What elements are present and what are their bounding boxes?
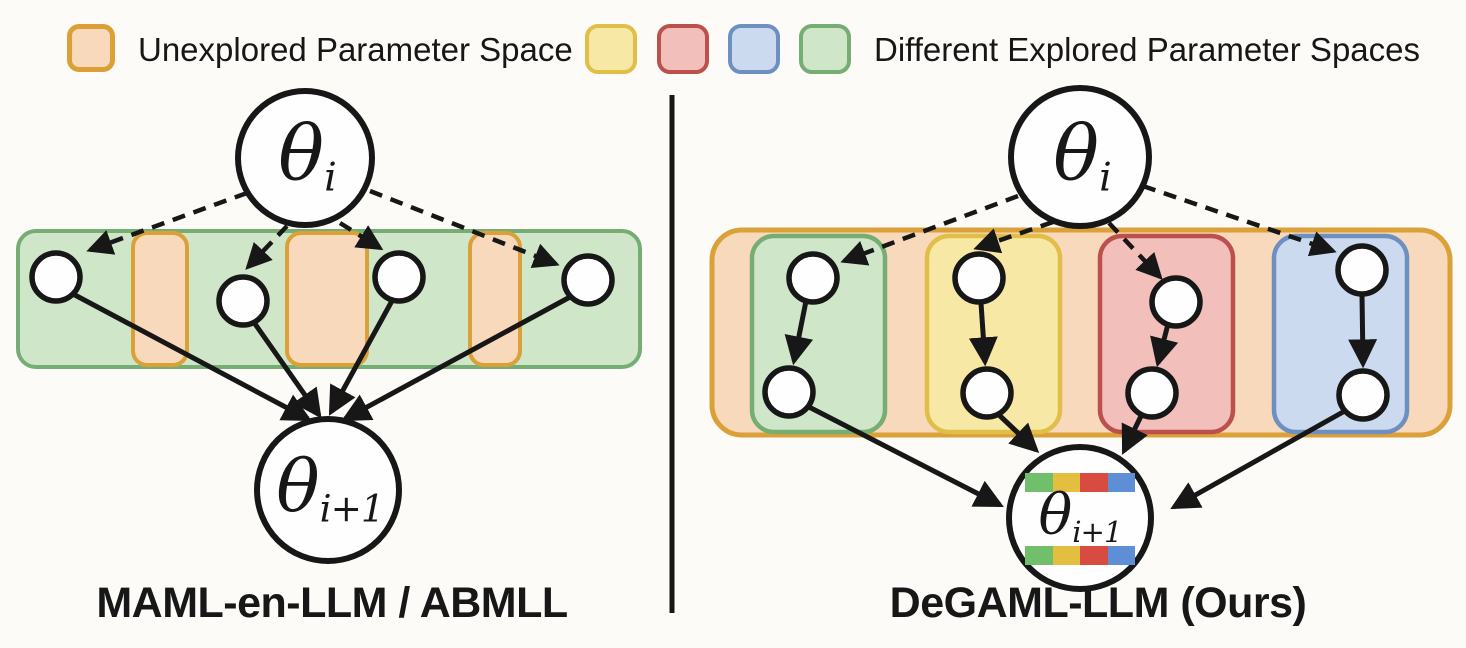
left-theta-next-label: θi+1 [276,450,385,531]
right-red-bottom-node [1125,366,1179,420]
theta-symbol: θ [1053,108,1100,198]
left-dashed-arrow-1 [86,190,248,255]
right-dashed-arrow-blue [1142,183,1337,257]
legend-swatch-unexplored [67,24,115,72]
left-unexplored-stripe-2 [285,231,369,367]
stripe-segment-yellow [1053,546,1080,565]
legend-label-unexplored: Unexplored Parameter Space [138,31,573,68]
right-yellow-top-node [952,251,1006,305]
theta-subscript: i+1 [1072,515,1122,550]
right-update-arrow-green [807,404,1004,508]
right-explore-arrow-red [1150,323,1179,368]
left-theta-i-label: θi [278,115,337,201]
stripe-segment-green [1025,473,1053,492]
right-dashed-arrow-red [1107,221,1163,280]
left-theta-next-node [254,416,402,564]
left-dashed-arrow-3 [338,221,384,251]
legend-swatch-blue [728,24,780,74]
right-green-top-node [786,251,840,305]
right-blue-top-node [1335,243,1389,297]
stripe-segment-yellow [1053,473,1080,492]
left-worker-node-3 [372,250,426,304]
theta-symbol: θ [278,108,325,198]
legend-swatch-green [799,24,851,74]
legend-label-explored: Different Explored Parameter Spaces [874,31,1420,68]
right-update-arrow-red [1121,412,1148,455]
left-update-arrow-4 [341,294,572,422]
right-explore-arrow-yellow [968,302,998,367]
stripe-segment-blue [1108,473,1135,492]
right-blue-bottom-node [1336,368,1390,422]
right-theta-i-label: θi [1053,115,1112,201]
right-theta-i-node [1008,85,1152,229]
stripe-segment-green [1025,546,1053,565]
right-dashed-arrow-green [840,193,1019,266]
left-update-arrow-3 [328,297,396,416]
legend-swatch-red [657,24,709,74]
left-update-arrow-1 [71,291,312,422]
left-unexplored-stripe-1 [131,231,189,367]
right-yellow-bottom-node [960,366,1014,420]
theta-symbol: θ [276,443,320,528]
stripe-segment-red [1080,473,1108,492]
stripe-segment-blue [1108,546,1135,565]
theta-subscript: i [1099,154,1112,201]
stripe-segment-red [1080,546,1108,565]
right-theta-next-label: θi+1 [1039,487,1123,550]
right-red-top-node [1149,275,1203,329]
left-dashed-arrow-4 [369,188,560,269]
right-dashed-arrow-yellow [973,219,1054,254]
left-panel-caption: MAML-en-LLM / ABMLL [96,579,568,627]
left-update-arrow-2 [250,319,322,419]
left-worker-node-2 [216,274,270,328]
right-unexplored-band [709,227,1453,438]
right-panel-diagram [709,85,1453,592]
right-green-bottom-node [762,365,816,419]
theta-next-stripes-top [1025,473,1135,492]
left-theta-i-node [235,88,375,228]
theta-subscript: i+1 [319,486,385,531]
right-explore-arrow-green [784,300,814,366]
right-explore-arrow-blue [1348,294,1378,369]
right-update-arrow-blue [1170,409,1345,510]
legend-swatch-yellow [585,24,637,74]
left-worker-node-1 [29,250,83,304]
left-worker-node-4 [561,253,615,307]
right-update-arrow-yellow [996,412,1040,453]
left-panel-diagram [16,88,642,564]
theta-next-stripes-bottom [1025,546,1135,565]
theta-subscript: i [324,154,337,201]
left-dashed-arrow-2 [245,224,289,270]
right-panel-caption: DeGAML-LLM (Ours) [889,579,1307,627]
theta-symbol: θ [1038,482,1073,548]
